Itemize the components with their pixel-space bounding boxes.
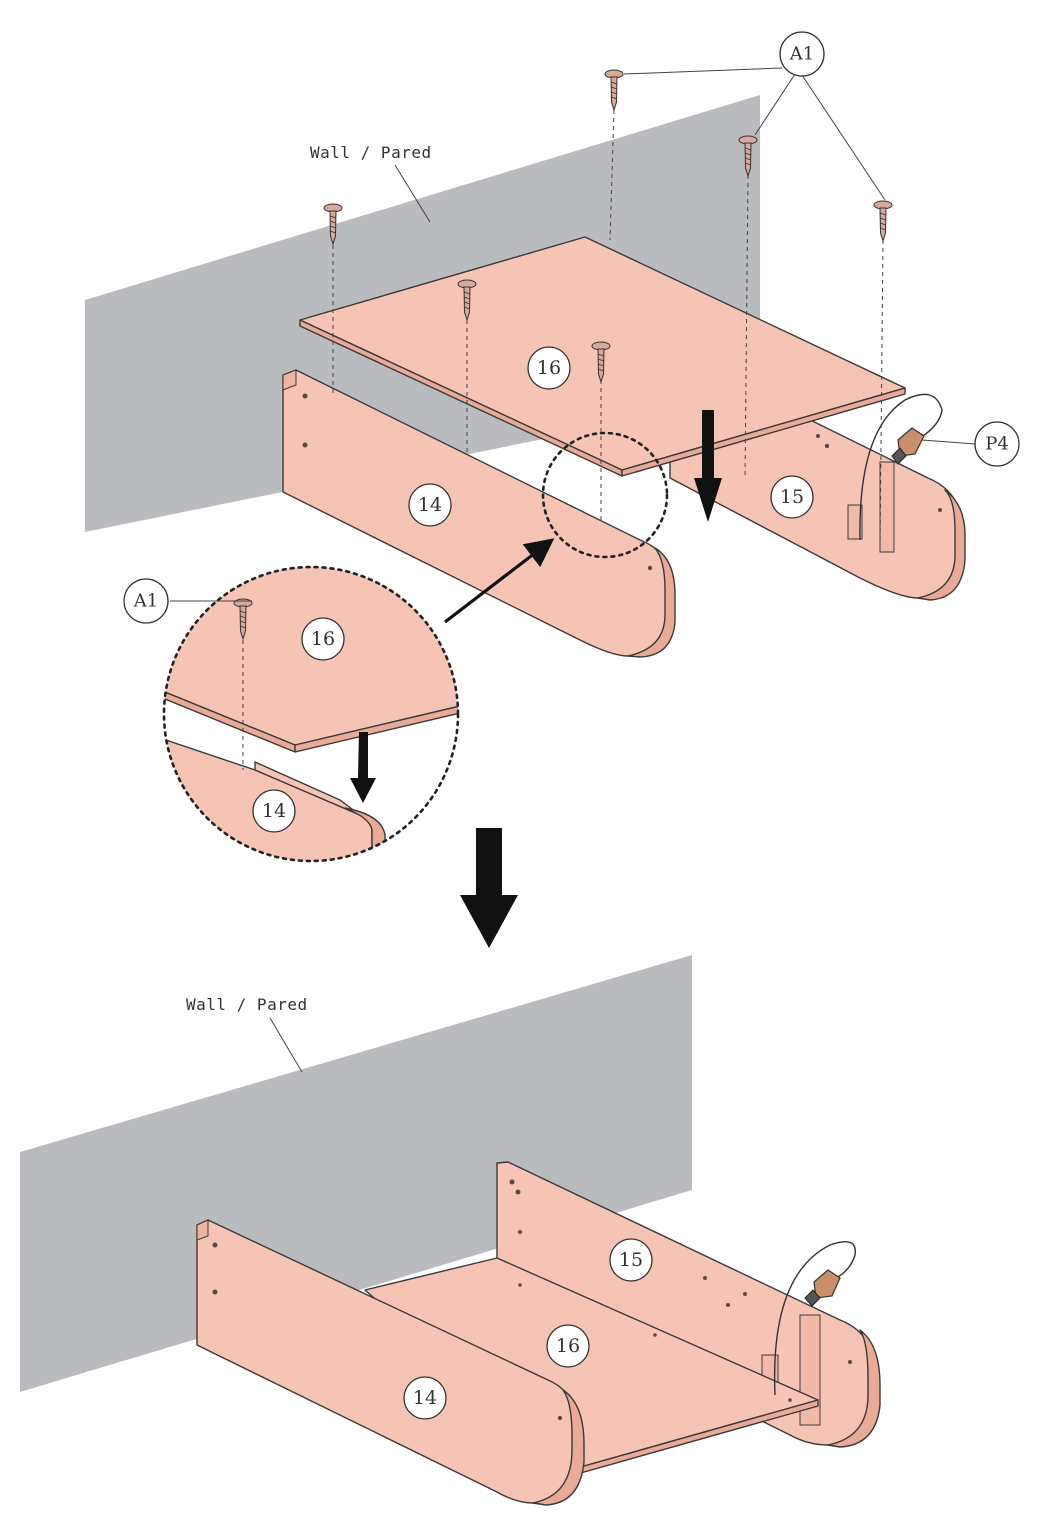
down-arrow-icon (460, 828, 518, 948)
callout-a1-top: A1 (623, 31, 886, 201)
side-panel-14 (282, 369, 676, 658)
badge-16-bottom: 16 (546, 1324, 590, 1368)
svg-text:16: 16 (556, 1335, 580, 1357)
svg-text:14: 14 (262, 800, 286, 822)
top-scene: Wall / Pared (85, 31, 1020, 658)
detail-view: 16 14 A1 (123, 565, 460, 863)
wall-label-top: Wall / Pared (310, 143, 432, 162)
wall-label-bottom-leader (269, 1017, 303, 1073)
side-panel-15 (669, 409, 966, 601)
badge-14-detail: 14 (252, 789, 296, 833)
screw-icon (604, 69, 624, 111)
svg-text:14: 14 (418, 494, 442, 516)
down-arrow-icon (694, 410, 722, 522)
svg-text:15: 15 (619, 1249, 643, 1271)
svg-text:15: 15 (780, 486, 804, 508)
safety-strap-icon (773, 1241, 856, 1396)
badge-15-top: 15 (770, 475, 814, 519)
safety-strap-icon: P4 (859, 393, 1020, 541)
svg-text:P4: P4 (985, 434, 1009, 455)
svg-text:A1: A1 (789, 44, 814, 65)
badge-16-detail: 16 (301, 617, 345, 661)
side-panel-14-bottom (196, 1219, 585, 1506)
zoom-area-circle (541, 431, 669, 559)
wall-label-bottom: Wall / Pared (186, 995, 308, 1014)
svg-text:A1: A1 (133, 591, 158, 612)
svg-text:16: 16 (311, 628, 335, 650)
callout-a1-detail: A1 (123, 578, 252, 624)
svg-text:14: 14 (413, 1387, 437, 1409)
screws-top (323, 69, 893, 551)
wall-label-top-leader (394, 164, 431, 223)
bottom-scene: Wall / Pared (20, 955, 881, 1506)
svg-text:16: 16 (537, 357, 561, 379)
badge-14-bottom: 14 (403, 1376, 447, 1420)
badge-14-top: 14 (408, 483, 452, 527)
wall-bottom (20, 955, 692, 1392)
screw-icon (873, 200, 893, 242)
badge-15-bottom: 15 (609, 1238, 653, 1282)
panel-16-bottom (364, 1257, 819, 1477)
pointer-arrow-icon (444, 538, 555, 624)
down-arrow-icon (350, 732, 376, 803)
badge-16-top: 16 (527, 346, 571, 390)
detail-circle-border (162, 565, 460, 863)
